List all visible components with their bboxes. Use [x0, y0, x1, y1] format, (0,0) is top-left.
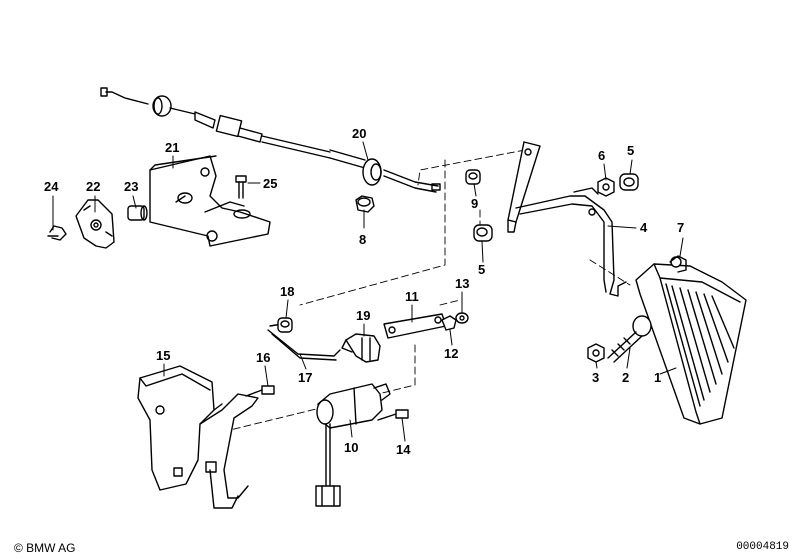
linkage-bar	[383, 313, 447, 339]
linkage-nut	[441, 315, 457, 331]
accelerator-cable	[100, 87, 441, 193]
leader-lines	[52, 141, 684, 442]
part-label-11: 11	[405, 289, 419, 304]
pedal-clip	[669, 255, 687, 273]
part-label-17: 17	[298, 370, 312, 385]
small-bushing	[465, 169, 481, 185]
assembly-guide-lines	[229, 149, 631, 431]
bushing	[127, 205, 148, 221]
part-label-5b: 5	[478, 262, 485, 277]
screw	[235, 175, 247, 199]
part-label-3: 3	[592, 370, 599, 385]
ball-joint	[341, 333, 381, 363]
part-label-8: 8	[359, 232, 366, 247]
part-label-20: 20	[352, 126, 366, 141]
part-label-1: 1	[654, 370, 661, 385]
bracket-bolt	[245, 385, 275, 397]
part-label-10: 10	[344, 440, 358, 455]
part-label-5a: 5	[627, 143, 634, 158]
grommet	[355, 195, 375, 213]
adjusting-bolt	[607, 315, 652, 363]
rod-bushing	[277, 317, 293, 333]
part-label-9: 9	[471, 196, 478, 211]
bushing-lower	[473, 224, 493, 242]
part-label-21: 21	[165, 140, 179, 155]
linkage-washer	[455, 312, 469, 324]
part-label-15: 15	[156, 348, 170, 363]
part-label-22: 22	[86, 179, 100, 194]
copyright-text: © BMW AG	[14, 541, 76, 555]
part-label-6: 6	[598, 148, 605, 163]
accelerator-pedal	[635, 256, 747, 425]
cable-bracket	[149, 155, 271, 247]
part-label-12: 12	[444, 346, 458, 361]
part-label-14: 14	[396, 442, 411, 457]
document-number: 00004819	[736, 541, 789, 553]
part-label-4: 4	[640, 220, 648, 235]
part-label-16: 16	[256, 350, 270, 365]
part-label-13: 13	[455, 276, 469, 291]
actuator-motor	[315, 383, 391, 507]
pedal-mount-bracket	[137, 365, 259, 509]
part-label-19: 19	[356, 308, 370, 323]
part-label-7: 7	[677, 220, 684, 235]
lever-plate	[75, 199, 115, 249]
part-label-2: 2	[622, 370, 629, 385]
part-label-25: 25	[263, 176, 277, 191]
actuator-bolt	[377, 409, 409, 421]
lock-nut	[597, 177, 615, 197]
upper-bushing	[619, 173, 639, 191]
clip	[47, 225, 67, 241]
part-label-23: 23	[124, 179, 138, 194]
part-number-labels: 1 2 3 4 5 5 6 7 8 9 10 11 12 13 14 15 16…	[44, 126, 684, 457]
part-label-24: 24	[44, 179, 59, 194]
bolt-nut	[587, 343, 605, 363]
pedal-lever	[507, 141, 627, 297]
part-label-18: 18	[280, 284, 294, 299]
